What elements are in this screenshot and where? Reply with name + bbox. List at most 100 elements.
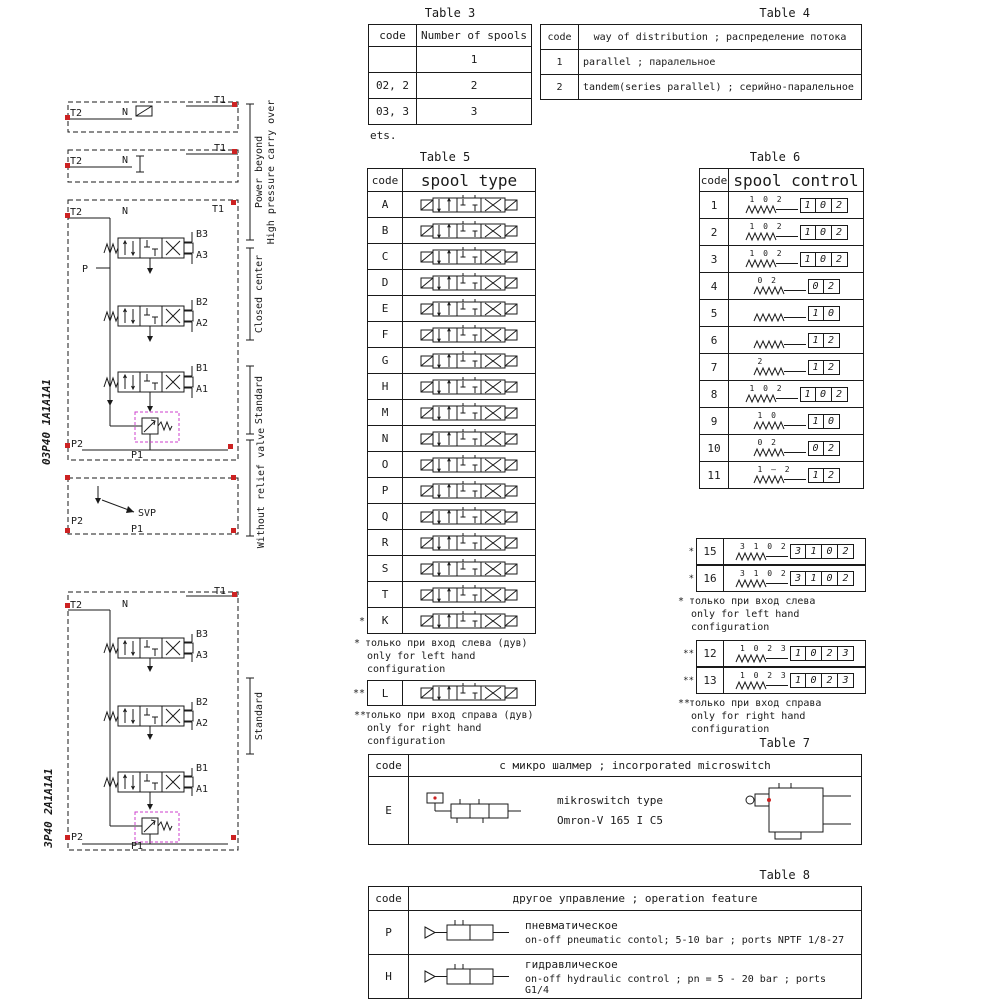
port-label-p1: P1 [131,450,143,461]
position-numbers: 0 2 [757,276,778,285]
spool-code: R [367,530,403,556]
table7-content: mikroswitch type Omron-V 165 I C5 [413,780,857,842]
position-boxes: 1 0 2 [799,197,848,213]
port-label-b3: B3 [196,229,208,240]
position-box: 2 [831,386,848,402]
table8-title: Table 8 [759,868,810,882]
position-box: 2 [838,544,854,559]
table7-title: Table 7 [759,736,810,750]
position-numbers: 1 0 2 [749,222,784,231]
control-symbol-cell: 1 0 [729,300,864,327]
port-label-a2: A2 [196,718,208,729]
port-label-t2: T2 [70,600,82,611]
footnote-mark: * [678,596,685,607]
control-symbol-cell: 3 1 0 2 3 1 0 2 [724,538,866,565]
table4: code way of distribution ; распределение… [540,24,862,100]
spool-type-row: F [354,322,536,348]
operation-code: P [368,910,409,955]
spool-code: G [367,348,403,374]
footnote-mark [354,556,367,582]
footnote-mark [354,348,367,374]
spool-symbol [403,426,536,452]
port-label-t2-c: T2 [70,207,82,218]
table5: code spool type A [354,168,536,634]
code-cell: 2 [540,74,579,100]
control-symbol [752,303,808,323]
port-label-b1: B1 [196,363,208,374]
port-label-p2-b: P2 [71,516,83,527]
spool-type-row: B [354,218,536,244]
spring-symbol [745,204,798,215]
table3-title: Table 3 [424,6,476,20]
spool-type-row: R [354,530,536,556]
spool-code: A [367,192,403,218]
spool-code: C [367,244,403,270]
control-symbol: 2 [752,357,808,377]
spool-symbol-svg [420,506,518,525]
position-numbers: 1 0 2 [749,249,784,258]
operation-feature-row: P [368,910,862,955]
circuit-diagram-1-svg: T2 T1 N T2 T1 N T2 T1 N B3 A3 B2 A2 B1 A… [40,95,277,548]
operation-text: пневматическое on-off pneumatic contol; … [525,919,853,946]
spool-symbol-svg [420,220,518,239]
spool-code: E [367,296,403,322]
table4-header-code: code [540,24,579,50]
spool-control-row: 3 1 0 2 [686,246,864,273]
footnote-mark [354,426,367,452]
spool-type-row: T [354,582,536,608]
spool-symbol-svg [420,350,518,369]
port-label-p: P [82,264,88,275]
control-symbol-cell: 1 0 2 1 0 [729,381,864,408]
microswitch-model: Omron-V 165 I C5 [557,813,663,827]
table-row: 03, 3 3 [368,98,532,125]
control-code: 15 [696,538,724,565]
control-symbol-cell: 1 — 2 1 2 [729,462,864,489]
port-label-svp: SVP [138,508,156,519]
spring-symbol [735,653,788,663]
table6-header-control: spool control [729,168,864,192]
footnote-mark [686,408,699,435]
port-label-b2: B2 [196,697,208,708]
footnote-mark: * [688,573,694,584]
footnote-mark: ** [683,675,694,686]
spool-symbol-svg [420,194,518,213]
footnote-mark [354,322,367,348]
position-box: 1 [799,251,816,267]
operation-code: H [368,954,409,999]
footnote-mark [686,381,699,408]
spool-symbol-svg [420,428,518,447]
operation-content: гидравлическое on-off hydraulic control … [413,957,857,997]
spool-control-row: 1 1 0 2 [686,192,864,219]
diagram1-corner-marks [65,102,237,533]
control-symbol-cell: 1 0 2 1 0 [729,192,864,219]
table-row: 1 [368,46,532,73]
port-label-b2: B2 [196,297,208,308]
port-label-a2: A2 [196,318,208,329]
position-box: 1 [790,673,806,688]
position-numbers: 0 2 [757,438,778,447]
spool-symbol-svg [420,558,518,577]
position-boxes: 1 0 [807,305,840,321]
spool-symbol [403,218,536,244]
spring-symbol [745,258,798,269]
control-code: 9 [699,408,729,435]
table5-header-type: spool type [403,168,536,192]
port-label-p2: P2 [71,832,83,843]
table8-section: Table 8 code другое управление ; operati… [368,868,862,999]
operation-content: пневматическое on-off pneumatic contol; … [413,917,857,949]
port-label-a1: A1 [196,384,208,395]
control-code: 3 [699,246,729,273]
position-box: 1 [807,332,824,348]
table-row: 02, 2 2 [368,72,532,99]
footnote-mark: * [354,638,361,649]
footnote-mark [354,452,367,478]
position-boxes: 1 0 [807,413,840,429]
port-label-n-a: N [122,107,128,118]
position-box: 0 [815,386,832,402]
model-label-1: 03P40 1A1A1A1 [40,379,53,465]
spool-symbol [403,478,536,504]
spool-type-row: M [354,400,536,426]
side-label-standard-2: Standard [254,692,265,740]
port-label-p1: P1 [131,841,143,852]
control-symbol: 1 0 2 [744,384,800,404]
